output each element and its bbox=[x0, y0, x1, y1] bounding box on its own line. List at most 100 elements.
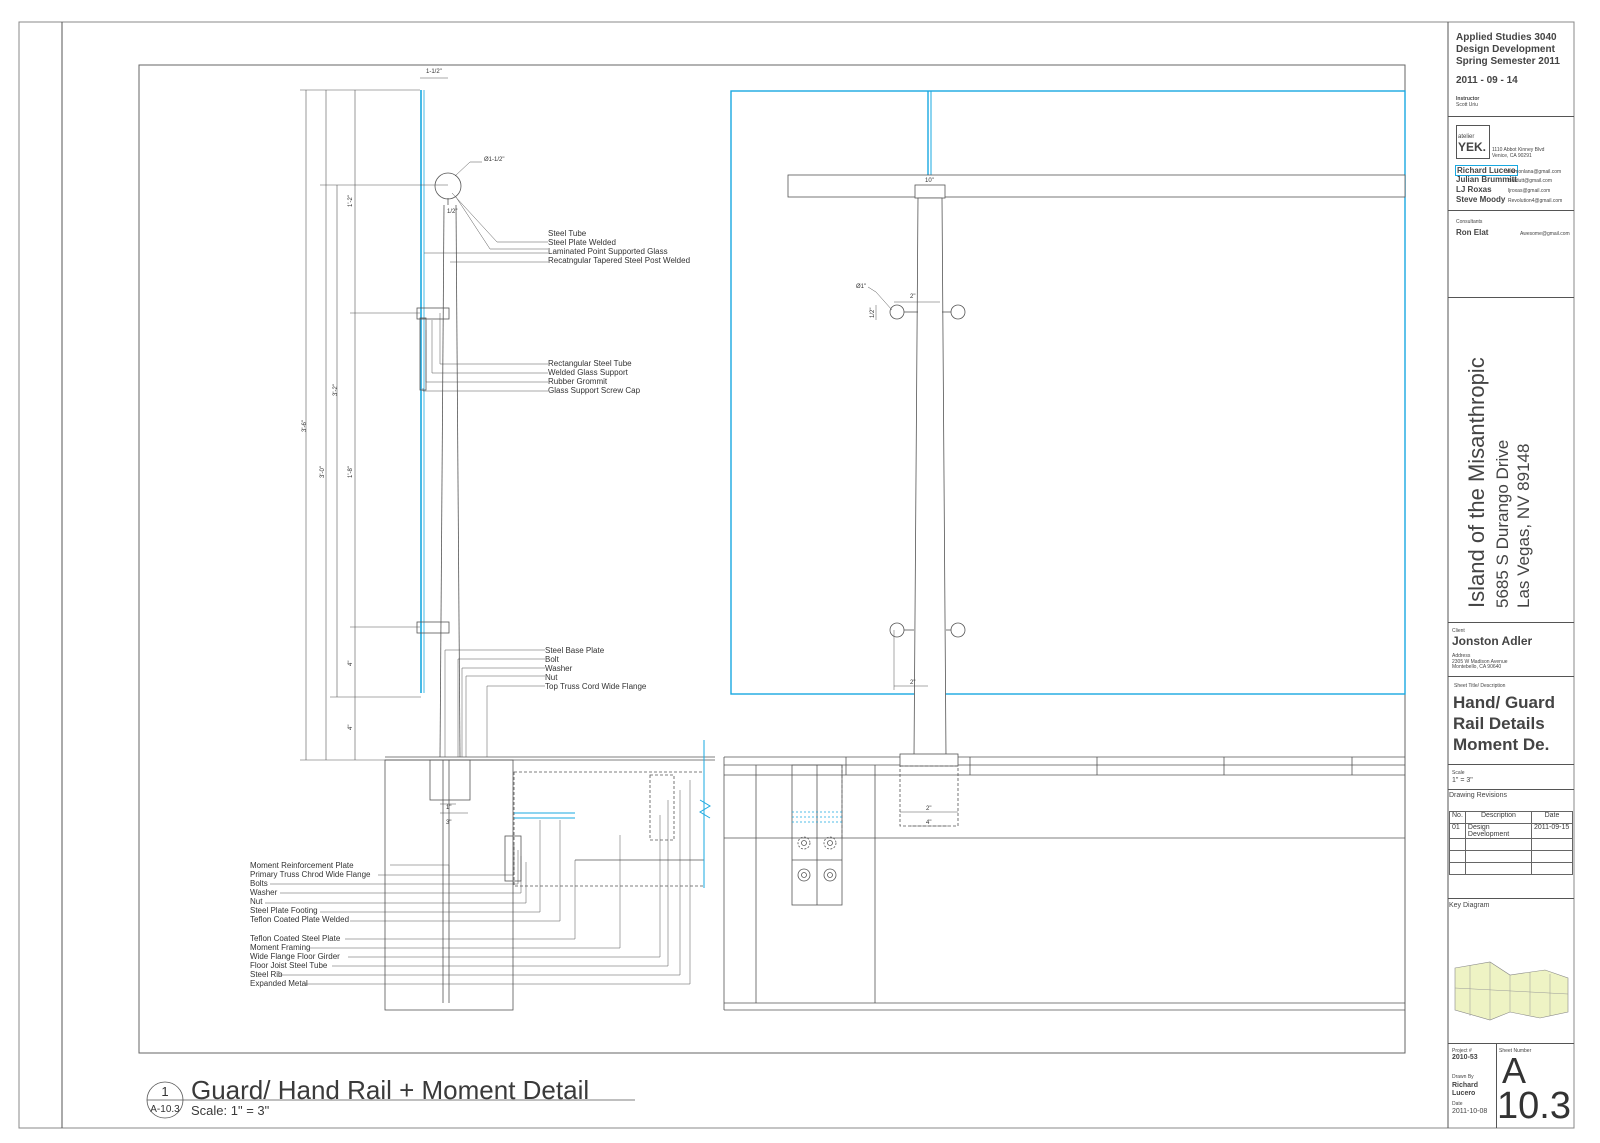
section-callouts: Steel Tube Steel Plate Welded Laminated … bbox=[250, 229, 690, 988]
project-no: 2010-53 bbox=[1452, 1054, 1478, 1061]
consultant-name: Ron Elat bbox=[1456, 228, 1489, 237]
client-address-1: 2305 W Madison Avenue bbox=[1452, 659, 1508, 665]
rev-row-no: 01 bbox=[1449, 823, 1466, 839]
callout-teflon-welded: Teflon Coated Plate Welded bbox=[250, 915, 349, 924]
callout-floor-joist: Floor Joist Steel Tube bbox=[250, 961, 328, 970]
dim-glass-span: 1'-8" bbox=[348, 466, 354, 478]
section-view bbox=[265, 77, 715, 1011]
course-name: Applied Studies 3040 bbox=[1456, 32, 1557, 43]
team-member-4: Steve Moody bbox=[1456, 195, 1506, 204]
callout-plate-footing: Steel Plate Footing bbox=[250, 906, 318, 915]
glass-holder-4 bbox=[950, 622, 966, 638]
scale-value: 1" = 3" bbox=[1452, 777, 1473, 784]
dim-post-w3: 3" bbox=[446, 820, 451, 826]
firm-address-1: 1110 Abbot Kinney Blvd bbox=[1492, 147, 1545, 153]
callout-expanded-metal: Expanded Metal bbox=[250, 979, 308, 988]
rev-row-desc-2: Development bbox=[1467, 831, 1510, 838]
detail-tag: 1 A-10.3 Guard/ Hand Rail + Moment Detai… bbox=[146, 1075, 635, 1119]
consultants-label: Consultants bbox=[1456, 219, 1483, 225]
glass-clamp-bottom bbox=[416, 621, 450, 634]
callout-welded-glass-support: Welded Glass Support bbox=[548, 368, 629, 377]
viewport-frame bbox=[138, 64, 1406, 1054]
team-email-4: Revolution4@gmail.com bbox=[1508, 198, 1563, 204]
key-diagram bbox=[1454, 961, 1569, 1021]
callout-floor-girder: Wide Flange Floor Girder bbox=[250, 952, 340, 961]
callout-rubber-grommit: Rubber Grommit bbox=[548, 377, 608, 386]
dim-elev-2a: 2" bbox=[910, 294, 915, 300]
callout-primary-truss: Primary Truss Chrod Wide Flange bbox=[250, 870, 371, 879]
dim-total-height: 3'-6" bbox=[302, 420, 308, 432]
callout-bolts: Bolts bbox=[250, 879, 268, 888]
issue-date: 2011 - 09 - 14 bbox=[1456, 75, 1518, 86]
firm-logo-big: YEK. bbox=[1458, 140, 1487, 154]
callout-steel-plate-welded: Steel Plate Welded bbox=[548, 238, 616, 247]
callout-washer: Washer bbox=[545, 664, 573, 673]
firm-logo-small: atelier bbox=[1458, 134, 1475, 140]
client-label: Client bbox=[1452, 628, 1465, 634]
glass-clamp-top bbox=[416, 307, 450, 320]
detail-scale: Scale: 1" = 3" bbox=[191, 1103, 270, 1118]
callout-moment-plate: Moment Reinforcement Plate bbox=[250, 861, 354, 870]
callout-nut-left: Nut bbox=[250, 897, 263, 906]
handrail-elevation bbox=[787, 174, 1406, 198]
sheet-title-2: Rail Details bbox=[1453, 714, 1545, 733]
callout-steel-base-plate: Steel Base Plate bbox=[545, 646, 605, 655]
client-address-label: Address bbox=[1452, 653, 1471, 659]
callout-top-truss-cord: Top Truss Cord Wide Flange bbox=[545, 682, 647, 691]
detail-sheet-ref: A-10.3 bbox=[150, 1104, 180, 1115]
address-line-2: Las Vegas, NV 89148 bbox=[1514, 443, 1533, 608]
sheet-title-1: Hand/ Guard bbox=[1453, 693, 1556, 712]
rev-header-desc: Description bbox=[1464, 811, 1533, 824]
drawn-by-2: Lucero bbox=[1452, 1090, 1476, 1097]
dim-tube-dia: Ø1-1/2" bbox=[484, 157, 504, 163]
elevation-dimensions: 10" Ø1" 2" 2" 2" 4" 1/2" bbox=[856, 178, 934, 826]
glass-holder-2 bbox=[950, 304, 966, 320]
elevation-view bbox=[723, 90, 1406, 1011]
dim-glass-height: 3'-0" bbox=[320, 466, 326, 478]
dim-small-half: 1/2" bbox=[447, 209, 457, 215]
dim-rail-spacing: 1'-2" bbox=[348, 195, 354, 207]
consultant-email: Awesome@gmail.com bbox=[1520, 231, 1570, 237]
callout-steel-rib: Steel Rib bbox=[250, 970, 283, 979]
rev-header-no: No. bbox=[1449, 811, 1466, 824]
truss-chord-section bbox=[513, 771, 705, 887]
team-member-1: Richard Lucero bbox=[1455, 165, 1518, 176]
drawn-date: 2011-10-08 bbox=[1452, 1108, 1488, 1115]
drawn-by-1: Richard bbox=[1452, 1082, 1479, 1089]
team-email-1: Yekmonlana@gmail.com bbox=[1506, 169, 1562, 175]
callout-steel-tube: Steel Tube bbox=[548, 229, 587, 238]
firm-logo: atelier YEK. bbox=[1456, 125, 1490, 159]
glass-panel-elevation bbox=[730, 90, 1406, 695]
sheet-number-label: Sheet Number bbox=[1499, 1048, 1532, 1054]
section-dimensions: 1-1/2" Ø1-1/2" 1'-2" 3'-6" 3'-0" 3'-2" 1… bbox=[302, 69, 504, 826]
dim-post-w1: 1" bbox=[446, 805, 451, 811]
sheet-title-label: Sheet Title/ Description bbox=[1454, 683, 1506, 689]
key-diagram-label: Key Diagram bbox=[1449, 902, 1490, 909]
dim-base-gap: 4" bbox=[348, 725, 354, 730]
sheet-border bbox=[18, 21, 1575, 1129]
dim-small-half-b: 1/2" bbox=[870, 308, 876, 318]
sheet-title-3: Moment De. bbox=[1453, 735, 1550, 754]
callout-rect-steel-tube: Rectangular Steel Tube bbox=[548, 359, 632, 368]
callout-screw-cap: Glass Support Screw Cap bbox=[548, 386, 641, 395]
instructor-label: Instructor bbox=[1456, 96, 1480, 102]
address-line-1: 5685 S Durango Drive bbox=[1493, 439, 1512, 608]
rev-header-date: Date bbox=[1531, 811, 1573, 824]
team-member-2: Julian Brummitt bbox=[1456, 175, 1517, 184]
client-address-2: Montebello, CA 90640 bbox=[1452, 664, 1502, 670]
firm-address-2: Venice, CA 90291 bbox=[1492, 153, 1532, 159]
phase-name: Design Development bbox=[1456, 44, 1555, 55]
rev-row-desc-1: Design bbox=[1467, 824, 1490, 831]
project-no-label: Project # bbox=[1452, 1048, 1472, 1054]
semester-name: Spring Semester 2011 bbox=[1456, 56, 1560, 67]
rev-row-date: 2011-09-15 bbox=[1531, 823, 1573, 839]
scale-label: Scale bbox=[1452, 770, 1465, 776]
callout-teflon-plate: Teflon Coated Steel Plate bbox=[250, 934, 341, 943]
team-email-2: Bredutt@gmail.com bbox=[1508, 178, 1552, 184]
dim-elev-2b: 2" bbox=[910, 680, 915, 686]
instructor-name: Scott Uriu bbox=[1456, 102, 1478, 108]
handrail-tube-section bbox=[434, 172, 462, 200]
callout-laminated-glass: Laminated Point Supported Glass bbox=[548, 247, 668, 256]
